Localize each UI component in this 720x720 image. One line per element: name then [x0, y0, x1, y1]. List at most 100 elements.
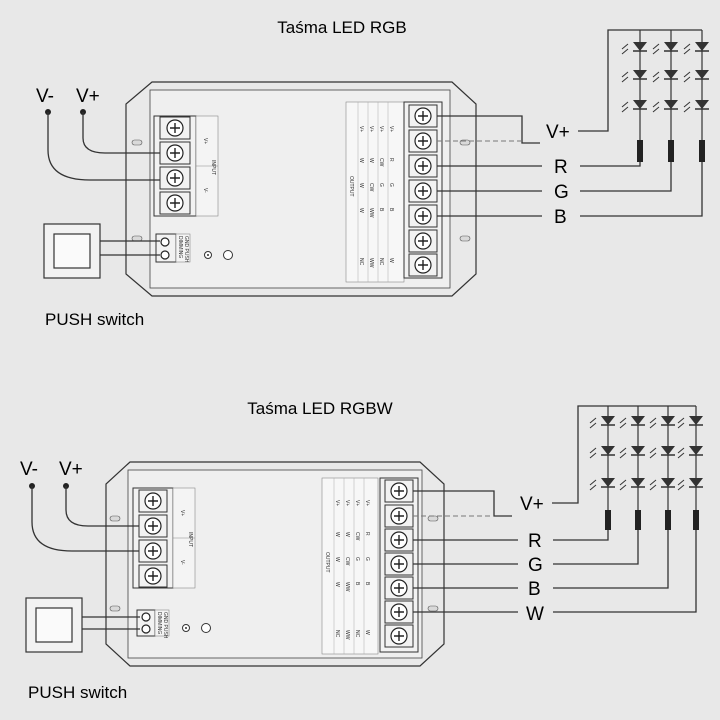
rgbw-switch-label: GND PUSH	[162, 612, 168, 639]
svg-text:W: W	[358, 183, 364, 188]
rgb-push-switch	[43, 223, 160, 279]
svg-text:W: W	[388, 258, 394, 263]
rgbw-vminus-wire	[31, 486, 139, 552]
rgbw-input-pin-vminus: V-	[179, 560, 185, 565]
rgbw-output-label: OUTPUT	[324, 552, 330, 573]
svg-text:G: G	[364, 557, 370, 561]
rgb-vplus-rail	[578, 29, 702, 132]
svg-text:R: R	[364, 532, 370, 536]
svg-text:CW: CW	[354, 532, 360, 541]
rgb-input-pin-vminus: V-	[202, 188, 208, 193]
rgb-input-label-box: INPUT V+ V-	[195, 115, 219, 217]
svg-text:CW: CW	[378, 158, 384, 167]
rgbw-dimming-terminal: DIMMING GND PUSH	[136, 609, 211, 639]
rgbw-diagram: Taśma LED RGBW INPUT V+ V- DIMMING GND P…	[20, 399, 703, 702]
svg-text:V+: V+	[364, 500, 370, 506]
svg-text:NC: NC	[358, 258, 364, 266]
svg-text:WW: WW	[344, 630, 350, 640]
rgbw-out-vplus: V+	[520, 494, 544, 515]
rgb-vplus-label: V+	[76, 86, 100, 107]
rgb-output-table: OUTPUT V+ V+ V+ V+ W W CW R W CW G G W W…	[345, 101, 405, 283]
rgb-input-pin-vplus: V+	[202, 138, 208, 144]
svg-text:V+: V+	[354, 500, 360, 506]
svg-text:W: W	[334, 557, 340, 562]
svg-text:WW: WW	[368, 208, 374, 218]
rgb-input-label: INPUT	[210, 160, 216, 175]
rgbw-input-pin-vplus: V+	[179, 510, 185, 516]
rgbw-input-label-box: INPUT V+ V-	[172, 487, 196, 589]
svg-text:NC: NC	[378, 258, 384, 266]
rgb-input-terminal	[153, 115, 197, 217]
rgb-out-g: G	[554, 182, 569, 203]
svg-text:W: W	[358, 158, 364, 163]
rgb-led-column-g	[652, 30, 678, 162]
rgbw-vplus-wire	[65, 486, 139, 527]
rgb-led-column-b	[683, 30, 709, 162]
rgbw-dimming-label: DIMMING	[156, 612, 162, 634]
svg-text:V+: V+	[378, 126, 384, 132]
rgb-vplus-wire	[82, 112, 160, 154]
rgbw-title: Taśma LED RGBW	[247, 399, 392, 418]
rgb-dimming-terminal: DIMMING GND PUSH	[155, 233, 233, 263]
svg-text:NC: NC	[334, 630, 340, 638]
rgbw-g-wire	[413, 510, 639, 565]
rgbw-push-switch	[25, 597, 140, 653]
svg-text:V+: V+	[368, 126, 374, 132]
svg-text:V+: V+	[334, 500, 340, 506]
rgbw-input-terminal	[132, 487, 174, 589]
svg-text:W: W	[334, 532, 340, 537]
svg-text:CW: CW	[368, 183, 374, 192]
rgbw-vplus-label: V+	[59, 459, 83, 480]
svg-text:G: G	[378, 183, 384, 187]
rgb-diagram: Taśma LED RGB INPUT V+ V- DIMMING GND PU…	[36, 18, 709, 329]
svg-text:V+: V+	[358, 126, 364, 132]
svg-text:CW: CW	[344, 557, 350, 566]
rgb-dimming-label: DIMMING	[177, 236, 183, 258]
svg-text:R: R	[388, 158, 394, 162]
rgb-b-wire	[437, 140, 703, 217]
rgb-out-vplus: V+	[546, 122, 570, 143]
svg-text:V+: V+	[344, 500, 350, 506]
rgbw-push-label: PUSH switch	[28, 683, 127, 702]
rgb-out-r: R	[554, 157, 568, 178]
rgbw-output-terminal	[379, 477, 419, 653]
rgbw-out-b: B	[528, 579, 541, 600]
svg-text:V+: V+	[388, 126, 394, 132]
rgbw-led-column-g	[619, 406, 645, 530]
svg-text:WW: WW	[368, 258, 374, 268]
rgb-led-column-r	[621, 30, 647, 162]
rgb-vminus-label: V-	[36, 86, 54, 107]
svg-text:W: W	[344, 532, 350, 537]
rgbw-w-wire	[413, 510, 697, 613]
svg-text:B: B	[354, 582, 360, 586]
svg-text:B: B	[364, 582, 370, 586]
rgb-push-label: PUSH switch	[45, 310, 144, 329]
rgb-title: Taśma LED RGB	[277, 18, 406, 37]
rgbw-input-label: INPUT	[187, 532, 193, 547]
svg-text:W: W	[358, 208, 364, 213]
rgbw-b-wire	[413, 510, 669, 589]
rgb-out-b: B	[554, 207, 567, 228]
svg-text:G: G	[388, 183, 394, 187]
rgb-vminus-wire	[47, 112, 160, 181]
rgb-vplus-out-wire	[437, 115, 540, 144]
svg-text:W: W	[368, 158, 374, 163]
rgbw-led-column-r	[589, 406, 615, 530]
rgbw-vminus-label: V-	[20, 459, 38, 480]
rgb-output-label: OUTPUT	[348, 176, 354, 197]
rgbw-vplus-rail	[552, 405, 696, 504]
svg-text:NC: NC	[354, 630, 360, 638]
rgbw-led-column-b	[649, 406, 675, 530]
svg-text:B: B	[388, 208, 394, 212]
svg-text:B: B	[378, 208, 384, 212]
rgbw-out-g: G	[528, 555, 543, 576]
rgbw-vplus-out-wire	[413, 490, 512, 517]
rgbw-output-table: OUTPUT V+ V+ V+ V+ W W CW R W CW G G W W…	[321, 477, 379, 655]
svg-text:WW: WW	[344, 582, 350, 592]
rgbw-out-r: R	[528, 531, 542, 552]
svg-text:G: G	[354, 557, 360, 561]
svg-text:W: W	[364, 630, 370, 635]
rgb-output-terminal	[403, 101, 443, 279]
svg-text:W: W	[334, 582, 340, 587]
